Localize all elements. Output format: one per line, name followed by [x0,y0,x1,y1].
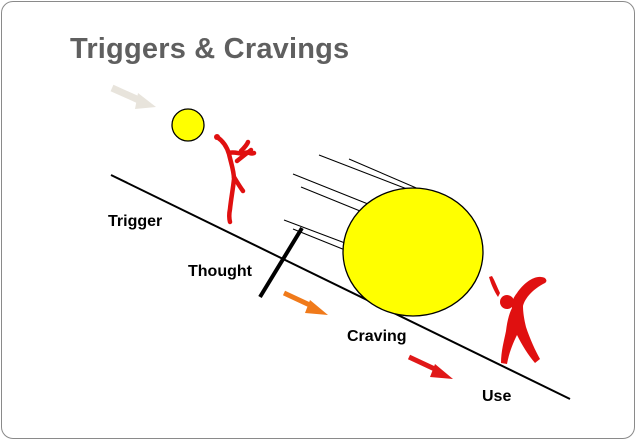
label-craving: Craving [347,328,407,345]
entry-arrow [110,84,156,109]
small-ball [171,108,205,142]
thought-barrier [258,226,304,299]
label-trigger: Trigger [108,213,163,230]
big-ball [342,187,484,317]
label-use: Use [482,388,512,405]
thought-to-craving-arrow [282,290,328,315]
slope-line [110,174,571,400]
label-thought: Thought [188,263,252,280]
reaching-figure-icon [489,276,547,364]
slide-title: Triggers & Cravings [70,33,350,65]
running-figure-head [214,134,220,140]
craving-to-use-arrow [407,354,453,379]
running-figure-icon [214,134,257,225]
motion-lines [283,154,422,253]
